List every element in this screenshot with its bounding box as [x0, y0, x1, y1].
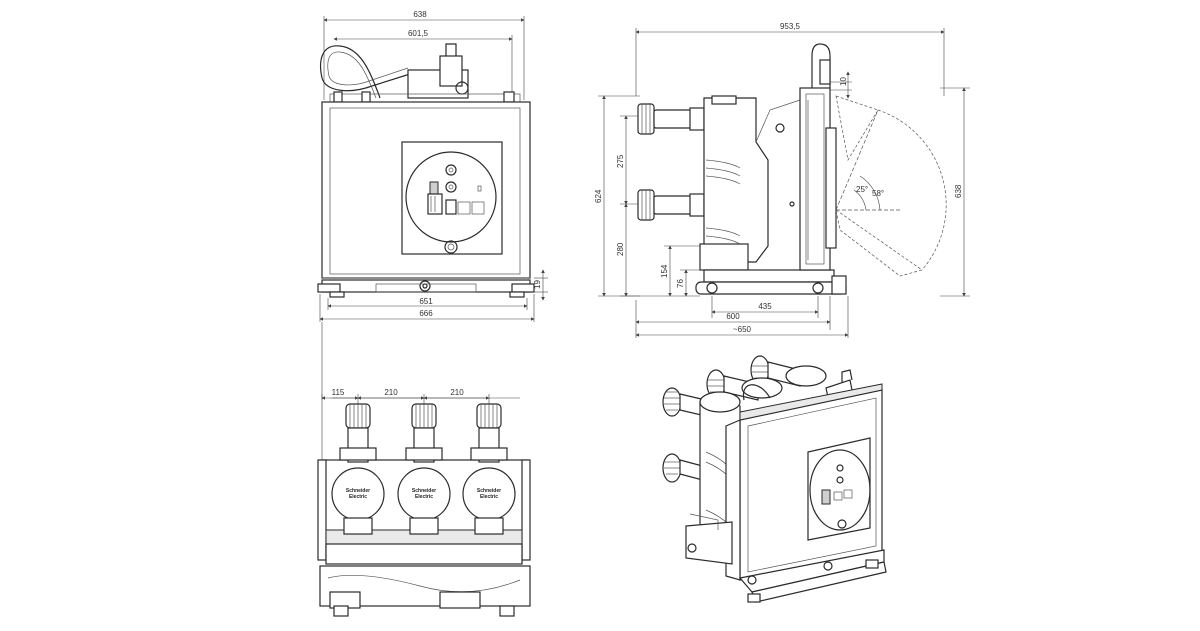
dim-side-154: 154 — [660, 264, 669, 278]
dim-side-624: 624 — [594, 189, 603, 203]
side-angle-58: 58° — [872, 189, 884, 198]
dim-side-76: 76 — [676, 279, 685, 288]
dim-front-601-5: 601,5 — [408, 29, 429, 38]
top-view: 115 210 210 Schneider Electric — [317, 388, 531, 617]
dim-front-651: 651 — [419, 297, 433, 306]
dim-side-280: 280 — [616, 242, 625, 256]
side-bushing-lower — [637, 189, 705, 221]
dim-side-638: 638 — [954, 184, 963, 198]
top-pole-2: Schneider Electric — [397, 403, 451, 535]
dim-side-650: ~650 — [733, 325, 752, 334]
dim-side-10: 10 — [839, 77, 848, 86]
top-pole-1: Schneider Electric — [331, 403, 385, 535]
side-bushing-upper — [637, 103, 705, 135]
dim-side-953-5: 953,5 — [780, 22, 801, 31]
isometric-view — [662, 355, 887, 603]
side-angle-25: 25° — [856, 185, 868, 194]
front-view: 638 601,5 — [317, 10, 548, 400]
dim-front-19: 19 — [533, 280, 542, 289]
dim-top-115: 115 — [332, 388, 345, 397]
dim-top-210-a: 210 — [384, 388, 398, 397]
side-view: 953,5 10 638 624 275 280 154 76 — [594, 22, 970, 338]
brand-pole-3-2: Electric — [480, 494, 498, 500]
brand-pole-1: Schneider — [346, 488, 370, 494]
dim-side-275: 275 — [616, 154, 625, 168]
brand-pole-1-2: Electric — [349, 494, 367, 500]
dim-top-210-b: 210 — [450, 388, 464, 397]
brand-pole-3: Schneider — [477, 488, 501, 494]
brand-pole-2-2: Electric — [415, 494, 433, 500]
dim-side-600: 600 — [726, 312, 740, 321]
brand-pole-2: Schneider — [412, 488, 436, 494]
dim-front-638: 638 — [413, 10, 427, 19]
top-pole-3: Schneider Electric — [462, 403, 516, 535]
dim-front-666: 666 — [419, 309, 433, 318]
dim-side-435: 435 — [758, 302, 772, 311]
